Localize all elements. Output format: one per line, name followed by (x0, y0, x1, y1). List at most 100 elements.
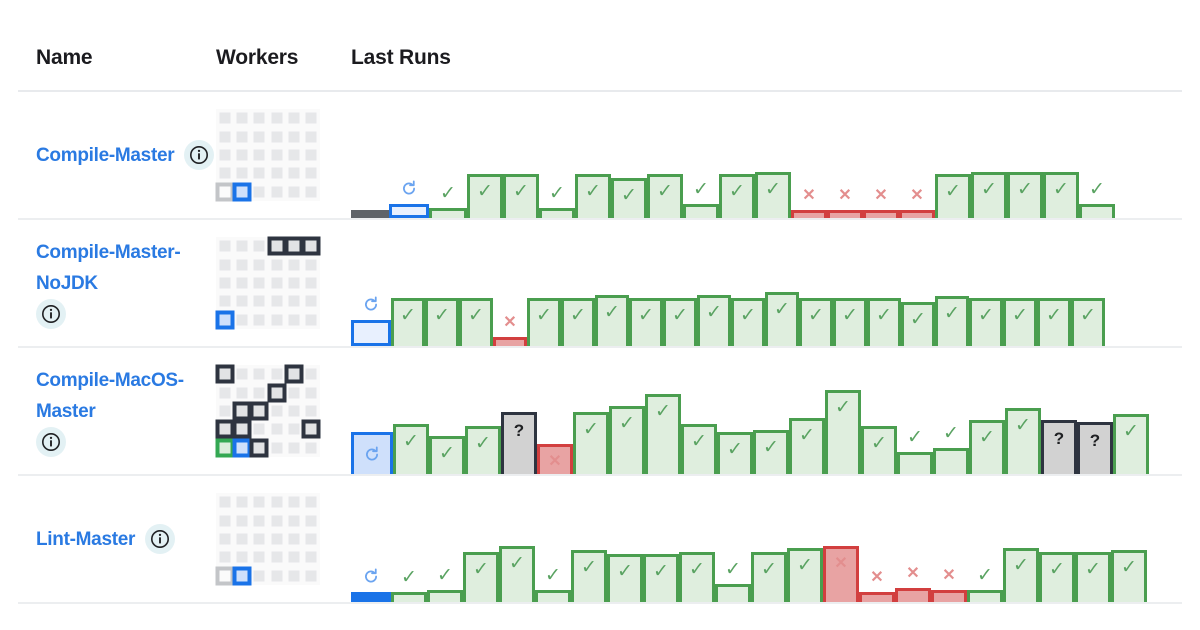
run-bar-pass[interactable]: ✓ (575, 174, 611, 218)
worker-cell-green[interactable] (216, 439, 233, 457)
run-bar-pass[interactable]: ✓ (935, 174, 971, 218)
info-icon[interactable] (145, 524, 176, 554)
run-bar-pass[interactable]: ✓ (391, 298, 425, 346)
info-icon[interactable] (36, 427, 66, 457)
run-bar-pass[interactable]: ✓ (467, 174, 503, 218)
run-bar-unknown[interactable]: ? (1041, 420, 1077, 474)
run-bar-pass[interactable]: ✓ (1075, 552, 1111, 602)
run-bar-runbox[interactable] (351, 296, 391, 346)
worker-cell-dark[interactable] (303, 420, 320, 438)
worker-cell-dark[interactable] (268, 383, 285, 401)
run-bar-pass[interactable]: ✓ (647, 174, 683, 218)
run-bar-fail[interactable]: ✕ (931, 568, 967, 602)
run-bar-pass[interactable]: ✓ (969, 298, 1003, 346)
run-bar-pass[interactable]: ✓ (1039, 552, 1075, 602)
run-bar-pass[interactable]: ✓ (897, 428, 933, 474)
worker-cell-blue[interactable] (233, 183, 250, 201)
run-bar-fail[interactable]: ✕ (863, 188, 899, 218)
run-bar-pass[interactable]: ✓ (465, 426, 501, 474)
run-bar-pass[interactable]: ✓ (719, 174, 755, 218)
run-bar-pass[interactable]: ✓ (861, 426, 897, 474)
worker-cell-dark[interactable] (216, 365, 233, 383)
run-bar-pass[interactable]: ✓ (463, 552, 499, 602)
run-bar-unknown[interactable]: ? (501, 412, 537, 474)
workers-grid[interactable] (216, 365, 320, 457)
run-bar-pass[interactable]: ✓ (561, 298, 595, 346)
run-bar-pass[interactable]: ✓ (789, 418, 825, 474)
run-bar-pass[interactable]: ✓ (679, 552, 715, 602)
run-bar-running[interactable] (351, 432, 393, 474)
run-bar-pass[interactable]: ✓ (393, 424, 429, 474)
run-bar-unknown[interactable]: ? (1077, 422, 1113, 474)
run-bar-pass[interactable]: ✓ (1071, 298, 1105, 346)
run-bar-fail[interactable]: ✕ (537, 444, 573, 474)
worker-cell-gray[interactable] (216, 183, 233, 201)
run-bar-pass[interactable]: ✓ (609, 406, 645, 474)
run-bar-pass[interactable]: ✓ (967, 566, 1003, 602)
run-bar-pass[interactable]: ✓ (833, 298, 867, 346)
run-bar-pass[interactable]: ✓ (765, 292, 799, 346)
workers-grid[interactable] (216, 493, 320, 585)
run-bar-pass[interactable]: ✓ (527, 298, 561, 346)
run-bar-pass[interactable]: ✓ (683, 180, 719, 218)
run-bar-pass[interactable]: ✓ (573, 412, 609, 474)
run-bar-pass[interactable]: ✓ (799, 298, 833, 346)
run-bar-pass[interactable]: ✓ (1043, 172, 1079, 218)
run-bar-pass[interactable]: ✓ (901, 302, 935, 346)
run-bar-pass[interactable]: ✓ (969, 420, 1005, 474)
run-bar-pass[interactable]: ✓ (539, 184, 575, 218)
info-icon[interactable] (36, 299, 66, 329)
run-bar-pass[interactable]: ✓ (645, 394, 681, 474)
worker-cell-dark[interactable] (251, 439, 268, 457)
worker-cell-dark[interactable] (233, 402, 250, 420)
workers-grid[interactable] (216, 109, 320, 201)
run-bar-pass[interactable]: ✓ (933, 424, 969, 474)
run-bar-fail[interactable]: ✕ (791, 188, 827, 218)
worker-cell-dark[interactable] (268, 237, 285, 255)
run-bar-pass[interactable]: ✓ (629, 298, 663, 346)
run-bar-pass[interactable]: ✓ (427, 566, 463, 602)
job-link[interactable]: Compile-Master (36, 144, 175, 166)
run-bar-pass[interactable]: ✓ (391, 568, 427, 602)
run-bar-pass[interactable]: ✓ (755, 172, 791, 218)
run-bar-pass[interactable]: ✓ (681, 424, 717, 474)
run-bar-pass[interactable]: ✓ (717, 432, 753, 474)
worker-cell-blue[interactable] (233, 439, 250, 457)
job-link[interactable]: Compile-MacOS-Master (36, 370, 184, 422)
run-bar-pass[interactable]: ✓ (611, 178, 647, 218)
worker-cell-blue[interactable] (216, 311, 233, 329)
run-bar-pass[interactable]: ✓ (751, 552, 787, 602)
worker-cell-dark[interactable] (216, 420, 233, 438)
run-bar-pass[interactable]: ✓ (595, 295, 629, 346)
run-bar-runbox[interactable] (389, 180, 429, 218)
run-bar-pass[interactable]: ✓ (459, 298, 493, 346)
job-link[interactable]: Compile-Master-NoJDK (36, 242, 181, 294)
run-bar-pass[interactable]: ✓ (425, 298, 459, 346)
run-bar-pass[interactable]: ✓ (1111, 550, 1147, 602)
run-bar-fail[interactable]: ✕ (827, 188, 863, 218)
run-bar-pass[interactable]: ✓ (571, 550, 607, 602)
worker-cell-dark[interactable] (251, 402, 268, 420)
run-bar-pass[interactable]: ✓ (499, 546, 535, 602)
run-bar-fail[interactable]: ✕ (895, 566, 931, 602)
info-icon[interactable] (184, 140, 215, 170)
run-bar-pass[interactable]: ✓ (1007, 172, 1043, 218)
run-bar-pass[interactable]: ✓ (753, 430, 789, 474)
worker-cell-blue[interactable] (233, 567, 250, 585)
run-bar-pass[interactable]: ✓ (429, 184, 467, 218)
run-bar-pass[interactable]: ✓ (715, 560, 751, 602)
run-bar-pass[interactable]: ✓ (429, 436, 465, 474)
run-bar-pass[interactable]: ✓ (663, 298, 697, 346)
run-bar-pass[interactable]: ✓ (935, 296, 969, 346)
worker-cell-dark[interactable] (285, 365, 302, 383)
run-bar-fail[interactable]: ✕ (493, 315, 527, 346)
run-bar-pass[interactable]: ✓ (607, 554, 643, 602)
run-bar-queued[interactable] (351, 210, 389, 218)
run-bar-pass[interactable]: ✓ (787, 548, 823, 602)
run-bar-runflat[interactable] (351, 568, 391, 602)
job-link[interactable]: Lint-Master (36, 528, 136, 550)
run-bar-pass[interactable]: ✓ (731, 298, 765, 346)
run-bar-pass[interactable]: ✓ (1079, 180, 1115, 218)
run-bar-pass[interactable]: ✓ (825, 390, 861, 474)
run-bar-pass[interactable]: ✓ (867, 298, 901, 346)
